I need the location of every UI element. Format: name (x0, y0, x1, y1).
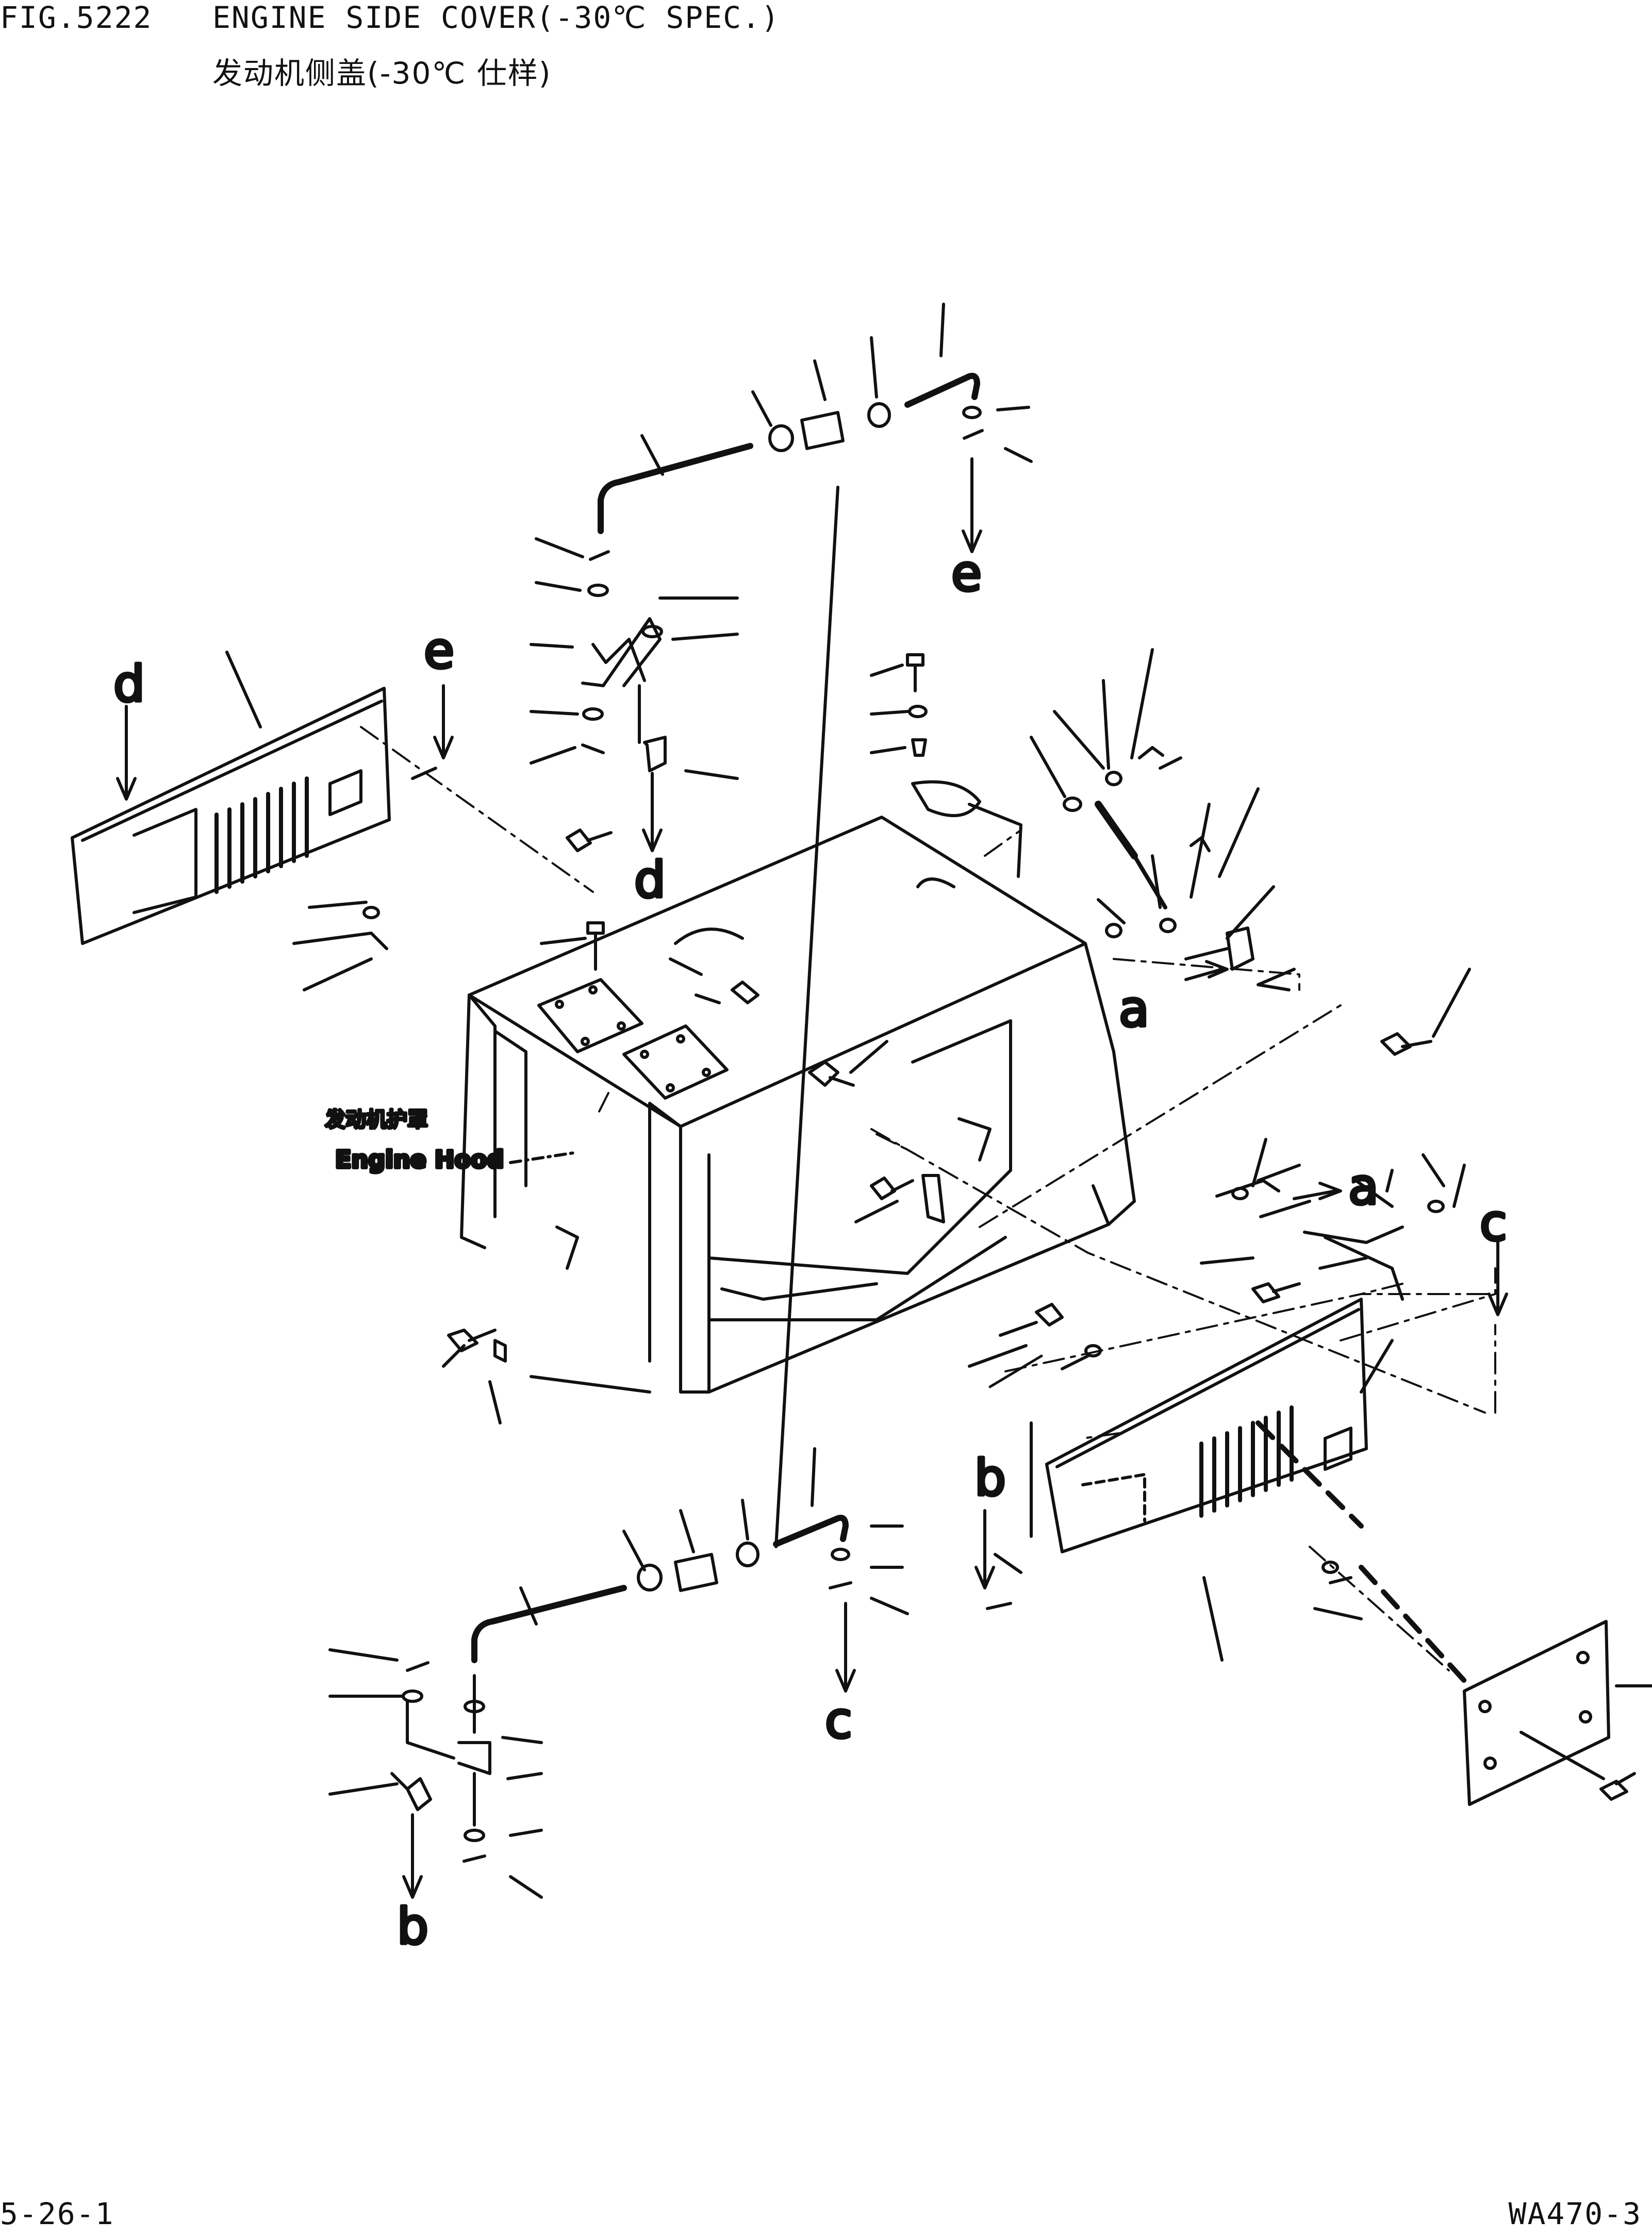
title-english: ENGINE SIDE COVER(-30℃ SPEC.) (212, 0, 780, 35)
upper-link-parts (530, 537, 739, 852)
ref-letter-a-right: a (1348, 1158, 1379, 1216)
ref-letter-e-top: e (951, 544, 982, 602)
ref-letter-d-center: d (634, 851, 666, 909)
ref-letter-c-bottom: c (825, 1692, 852, 1749)
lower-link-parts (328, 1648, 543, 1899)
ref-letter-b-right: b (974, 1449, 1006, 1507)
figure-number: FIG.5222 (0, 0, 153, 35)
ref-letter-c-right: c (1480, 1194, 1507, 1252)
ref-letter-d-left: d (113, 655, 145, 713)
engine-hood (460, 816, 1136, 1394)
lower-left-bolt (442, 1329, 651, 1424)
left-side-cover (71, 687, 391, 945)
title-chinese: 发动机侧盖(-30℃ 仕样) (212, 56, 552, 91)
hood-fasteners (540, 653, 1022, 1223)
right-side-cover (1045, 1298, 1368, 1553)
lower-rod-assembly (471, 486, 909, 1693)
page-number: 5-26-1 (0, 2196, 114, 2231)
ref-letter-a-center: a (1119, 980, 1149, 1038)
rear-plate (1463, 1620, 1652, 1806)
ref-letter-e-left: e (424, 622, 454, 680)
hood-label-chinese: 发动机护罩 (325, 1108, 428, 1132)
model-number: WA470-3 (1508, 2196, 1642, 2231)
upper-rod-assembly (598, 303, 1033, 553)
gas-spring-assembly (1030, 648, 1296, 991)
ref-letter-b-bottom: b (397, 1898, 428, 1956)
right-fasteners (968, 968, 1471, 1370)
assembly-center-lines (360, 726, 1496, 1671)
hood-label-english: Engine Hood (335, 1146, 504, 1173)
